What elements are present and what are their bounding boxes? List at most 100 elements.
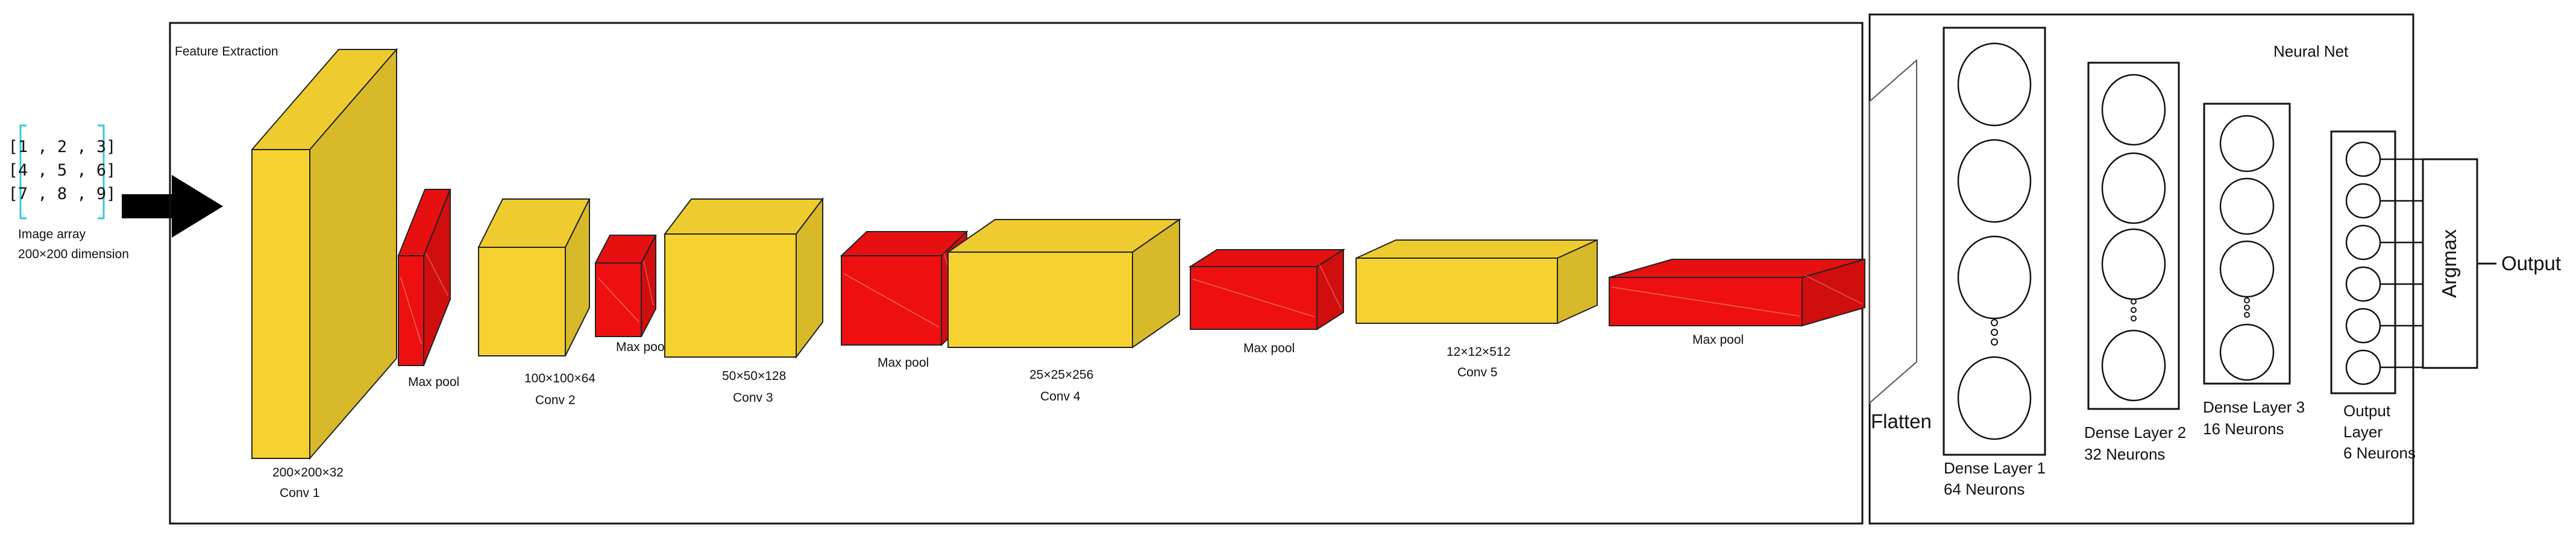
- dense-layer-2-box: [2087, 62, 2180, 410]
- layer-name-label: Max pool: [616, 340, 667, 354]
- block-texture-line: [426, 253, 448, 296]
- block-front-face: [664, 233, 797, 358]
- ellipsis-dot: [2131, 307, 2137, 313]
- block-front-face: [398, 255, 424, 366]
- neuron: [1957, 235, 2032, 320]
- block-texture-line: [843, 273, 940, 328]
- layer-name-label: Max pool: [878, 356, 929, 370]
- flatten-plane: [1869, 59, 1917, 405]
- neural-net-title: Neural Net: [2273, 42, 2349, 60]
- output-neurons: [2345, 141, 2423, 385]
- block-front-face: [595, 262, 642, 337]
- flatten-label: Flatten: [1871, 410, 1932, 432]
- neuron: [2101, 228, 2166, 300]
- input-label-line1: Image array: [18, 227, 86, 241]
- output-layer-line3: 6 Neurons: [2343, 444, 2416, 462]
- layer-name-label: Conv 1: [280, 486, 320, 500]
- dense-layer-2: Dense Layer 2 32 Neurons: [2084, 62, 2186, 463]
- ellipsis-dot: [2244, 312, 2250, 318]
- layer-dims-label: 100×100×64: [524, 372, 595, 385]
- dense-layer-2-neurons: 32 Neurons: [2084, 445, 2165, 463]
- layer-name-label: Conv 3: [733, 391, 773, 405]
- maxpool-layer-block: Max pool: [594, 235, 667, 354]
- neuron: [1957, 139, 2032, 223]
- input-image-array: [1 , 2 , 3] [4 , 5 , 6] [7 , 8 , 9] Imag…: [8, 124, 223, 261]
- block-top-face: [1356, 239, 1598, 259]
- feature-extraction-title: Feature Extraction: [175, 45, 278, 59]
- neuron: [2219, 240, 2275, 298]
- neuron: [2101, 152, 2166, 224]
- layer-name-label: Conv 5: [1457, 366, 1498, 379]
- block-texture-line: [1192, 279, 1315, 317]
- neuron: [2101, 74, 2166, 146]
- block-top-face: [663, 198, 825, 235]
- ellipsis-dot: [2244, 305, 2250, 311]
- block-texture-line: [1611, 286, 1800, 317]
- output-neuron: [2345, 349, 2381, 385]
- dense-layer-1-name: Dense Layer 1: [1944, 459, 2046, 477]
- neuron: [2219, 177, 2275, 235]
- output-layer-line2: Layer: [2343, 423, 2383, 441]
- output-layer-line1: Output: [2343, 402, 2391, 420]
- matrix-row-1: [1 , 2 , 3]: [8, 138, 116, 156]
- layer-name-label: Max pool: [1243, 341, 1295, 355]
- dense-layer-3: Dense Layer 3 16 Neurons: [2203, 103, 2305, 438]
- matrix-row-2: [4 , 5 , 6]: [8, 161, 116, 180]
- block-front-face: [1190, 266, 1318, 330]
- neuron: [1957, 356, 2032, 440]
- block-texture-line: [1804, 274, 1863, 305]
- dense-layer-3-neurons: 16 Neurons: [2203, 420, 2284, 438]
- input-label-line2: 200×200 dimension: [18, 247, 129, 261]
- neuron: [1957, 42, 2032, 127]
- block-texture-line: [597, 277, 639, 323]
- output-neuron: [2345, 141, 2381, 177]
- block-front-face: [1609, 277, 1803, 326]
- neuron: [2219, 115, 2275, 172]
- layer-dims-label: 25×25×256: [1029, 368, 1093, 382]
- maxpool-layer-block: Max pool: [1188, 248, 1346, 355]
- output-neuron: [2345, 308, 2381, 344]
- argmax-box: [2422, 158, 2478, 369]
- layer-name-label: Max pool: [1692, 333, 1744, 347]
- final-output-label: Output: [2501, 252, 2561, 274]
- block-front-face: [841, 255, 942, 346]
- ellipsis-dot: [1991, 338, 1998, 346]
- matrix-right-bracket: [98, 124, 105, 220]
- neuron: [2219, 323, 2275, 381]
- layer-dims-label: 12×12×512: [1447, 345, 1510, 359]
- ellipsis-dot: [2131, 315, 2137, 321]
- ellipsis-dot: [1991, 329, 1998, 336]
- matrix-left-bracket: [19, 124, 27, 220]
- dense-layer-1-neurons: 64 Neurons: [1944, 480, 2025, 498]
- argmax-label: Argmax: [2438, 229, 2460, 298]
- ellipsis-dot: [2244, 297, 2250, 303]
- block-front-face: [251, 149, 310, 459]
- output-neuron: [2345, 224, 2381, 261]
- block-texture-line: [400, 277, 422, 344]
- block-front-face: [947, 252, 1133, 348]
- neuron: [2101, 329, 2166, 402]
- argmax-block: Argmax Output: [2422, 158, 2561, 369]
- block-front-face: [478, 247, 566, 356]
- dense-layer-1: Dense Layer 1 64 Neurons: [1943, 27, 2046, 498]
- input-arrow: [122, 175, 223, 238]
- block-texture-line: [643, 260, 654, 306]
- block-texture-line: [1319, 264, 1342, 309]
- maxpool-layer-block: Max pool: [1609, 258, 1865, 347]
- dense-layer-3-box: [2203, 103, 2291, 385]
- output-layer-box: [2330, 130, 2396, 394]
- maxpool-layer-block: Max pool: [397, 189, 459, 389]
- dense-layer-1-box: [1943, 27, 2046, 456]
- neural-net-panel: Neural Net Flatten Dense Layer 1 64 Neur…: [1868, 13, 2561, 525]
- layer-dims-label: 50×50×128: [722, 369, 786, 383]
- output-layer: Output Layer 6 Neurons: [2330, 130, 2423, 462]
- matrix-row-3: [7 , 8 , 9]: [8, 185, 116, 203]
- output-neuron: [2345, 183, 2381, 219]
- layer-dims-label: 200×200×32: [272, 466, 344, 479]
